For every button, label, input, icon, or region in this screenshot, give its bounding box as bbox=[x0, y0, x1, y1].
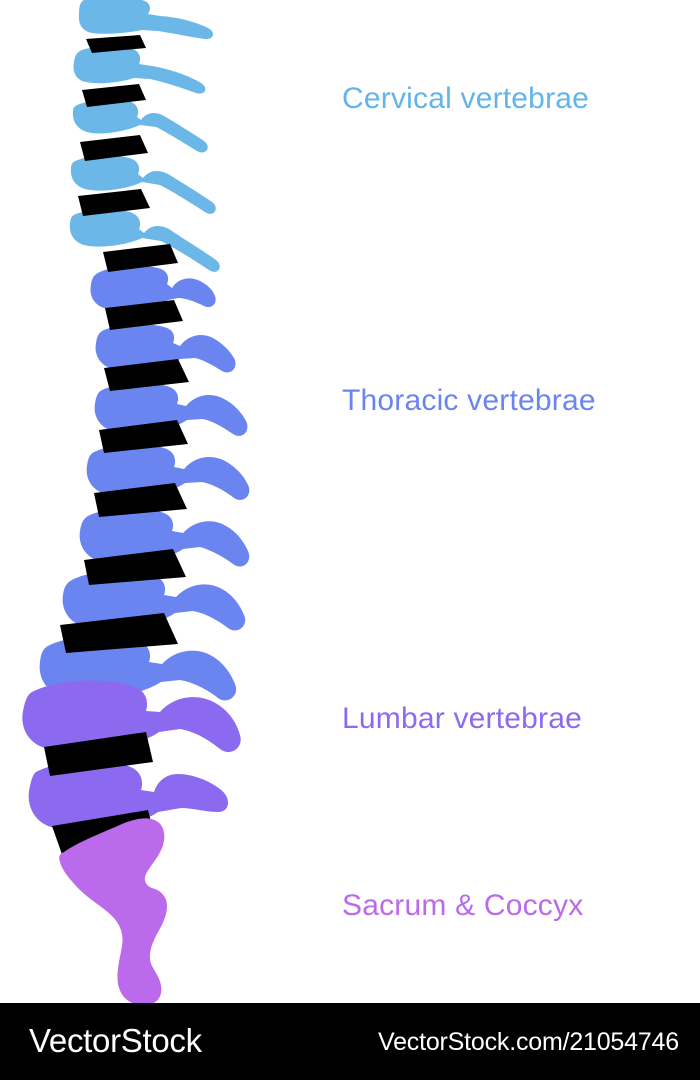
spine-illustration bbox=[0, 0, 250, 1005]
thoracic-vertebra-5 bbox=[79, 507, 250, 567]
label-lumbar-vertebrae: Lumbar vertebrae bbox=[342, 702, 582, 735]
intervertebral-disc-t6 bbox=[84, 549, 186, 585]
cervical-discs-group bbox=[78, 35, 150, 216]
lumbar-vertebra-1 bbox=[22, 680, 241, 753]
intervertebral-disc-t1 bbox=[103, 244, 178, 272]
thoracic-vertebra-3 bbox=[94, 383, 248, 436]
thoracic-vertebra-2 bbox=[95, 324, 236, 373]
cervical-vertebra-2 bbox=[73, 46, 206, 94]
thoracic-vertebra-4 bbox=[86, 444, 250, 500]
cervical-vertebra-4 bbox=[70, 155, 216, 214]
intervertebral-disc-t2 bbox=[105, 300, 183, 330]
lumbar-vertebra-2 bbox=[28, 761, 229, 831]
thoracic-vertebra-1 bbox=[90, 265, 216, 311]
intervertebral-disc-c3 bbox=[80, 135, 148, 161]
sacrum-coccyx bbox=[59, 818, 167, 1005]
label-cervical-vertebrae: Cervical vertebrae bbox=[342, 82, 590, 115]
intervertebral-disc-l1 bbox=[44, 732, 153, 776]
label-thoracic-vertebrae: Thoracic vertebrae bbox=[342, 384, 596, 417]
cervical-vertebra-3 bbox=[72, 99, 208, 153]
label-sacrum-coccyx: Sacrum & Coccyx bbox=[342, 889, 584, 922]
thoracic-vertebra-6 bbox=[62, 570, 246, 631]
intervertebral-disc-c1 bbox=[86, 35, 146, 53]
intervertebral-disc-t3 bbox=[104, 359, 189, 391]
cervical-vertebrae-group bbox=[69, 0, 220, 272]
watermark-bar: VectorStock VectorStock.com/21054746 bbox=[0, 1003, 700, 1080]
intervertebral-disc-t7 bbox=[60, 613, 178, 653]
intervertebral-disc-t5 bbox=[94, 483, 187, 517]
cervical-vertebra-5 bbox=[69, 209, 220, 272]
intervertebral-disc-t4 bbox=[99, 420, 188, 453]
cervical-vertebra-1 bbox=[78, 0, 214, 40]
lumbar-vertebrae-group bbox=[22, 680, 241, 831]
thoracic-vertebrae-group bbox=[39, 265, 250, 701]
intervertebral-disc-c2 bbox=[82, 84, 146, 107]
thoracic-discs-group bbox=[60, 244, 189, 653]
watermark-url-text: VectorStock.com/21054746 bbox=[378, 1028, 679, 1056]
intervertebral-disc-c4 bbox=[78, 189, 150, 216]
sacrum-coccyx-group bbox=[59, 818, 167, 1005]
watermark-brand-text: VectorStock bbox=[29, 1022, 202, 1059]
